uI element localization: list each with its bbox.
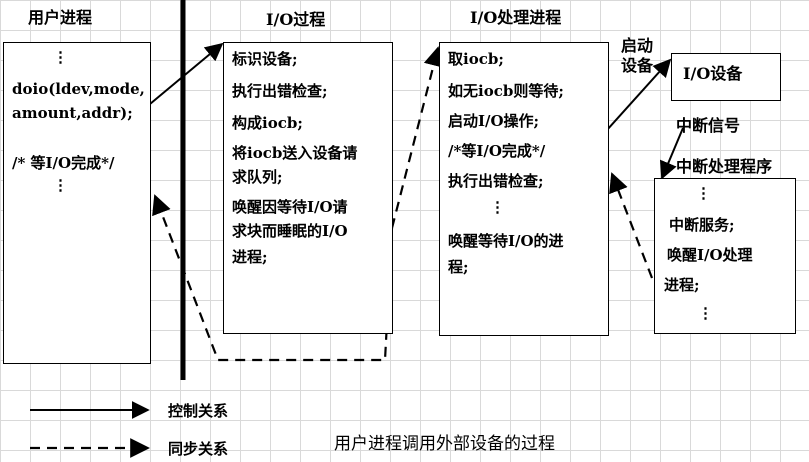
interrupt-box-line: 进程; bbox=[664, 276, 700, 294]
io-device-label: I/O设备 bbox=[683, 64, 743, 83]
handler-box-line: 取iocb; bbox=[448, 50, 504, 68]
user-box-line: /* 等I/O完成*/ bbox=[12, 154, 115, 172]
handler-box-line: /*等I/O完成*/ bbox=[448, 142, 546, 160]
user-box-line: amount,addr); bbox=[12, 104, 133, 122]
start-device-label-1: 启动 bbox=[621, 36, 654, 55]
io-box-line: 唤醒因等待I/O请 bbox=[232, 198, 348, 216]
user-box-line: doio(ldev,mode, bbox=[12, 80, 145, 98]
io-box-line: 求队列; bbox=[232, 168, 283, 186]
io-procedure-title: I/O过程 bbox=[266, 10, 326, 29]
io-box-line: 求块而睡眠的I/O bbox=[232, 222, 348, 240]
sync-arrow-io-wakeup-handler bbox=[390, 46, 444, 229]
interrupt-signal-label: 中断信号 bbox=[676, 116, 741, 135]
user-box-line: ⋮ bbox=[53, 176, 68, 194]
user-process-box bbox=[3, 42, 151, 364]
io-box-line: 将iocb送入设备请 bbox=[232, 144, 358, 162]
figure-caption: 用户进程调用外部设备的过程 bbox=[334, 434, 555, 454]
interrupt-box-line: 中断服务; bbox=[669, 216, 735, 234]
handler-box-line: 程; bbox=[448, 258, 469, 276]
interrupt-handler-box bbox=[654, 178, 796, 334]
legend-control-label: 控制关系 bbox=[168, 402, 229, 420]
interrupt-box-line: 唤醒I/O处理 bbox=[667, 246, 753, 264]
user-box-line: ⋮ bbox=[53, 48, 68, 66]
io-box-line: 标识设备; bbox=[232, 50, 298, 68]
io-handler-title: I/O处理进程 bbox=[470, 8, 562, 27]
legend-sync-label: 同步关系 bbox=[168, 440, 229, 458]
control-arrow-device-to-interrupt bbox=[659, 127, 684, 180]
control-arrow-handler-to-device bbox=[606, 58, 672, 131]
user-process-title: 用户进程 bbox=[28, 8, 93, 27]
io-box-line: 执行出错检查; bbox=[232, 82, 328, 100]
io-procedure-box bbox=[223, 42, 393, 334]
interrupt-handler-title: 中断处理程序 bbox=[676, 157, 773, 176]
interrupt-box-line: ⋮ bbox=[696, 184, 711, 202]
io-device-box bbox=[671, 53, 781, 101]
control-arrow-user-to-io bbox=[149, 42, 224, 105]
io-box-line: 进程; bbox=[232, 248, 268, 266]
handler-box-line: 执行出错检查; bbox=[448, 172, 544, 190]
interrupt-box-line: ⋮ bbox=[698, 304, 713, 322]
handler-box-line: 如无iocb则等待; bbox=[448, 82, 564, 100]
io-box-line: 构成iocb; bbox=[232, 114, 303, 132]
start-device-label-2: 设备 bbox=[621, 56, 654, 75]
handler-box-line: 启动I/O操作; bbox=[448, 112, 540, 130]
io-handler-box bbox=[439, 42, 609, 336]
sync-arrow-interrupt-to-handler bbox=[609, 172, 654, 279]
handler-box-line: 唤醒等待I/O的进 bbox=[448, 232, 564, 250]
handler-box-line: ⋮ bbox=[490, 198, 505, 216]
